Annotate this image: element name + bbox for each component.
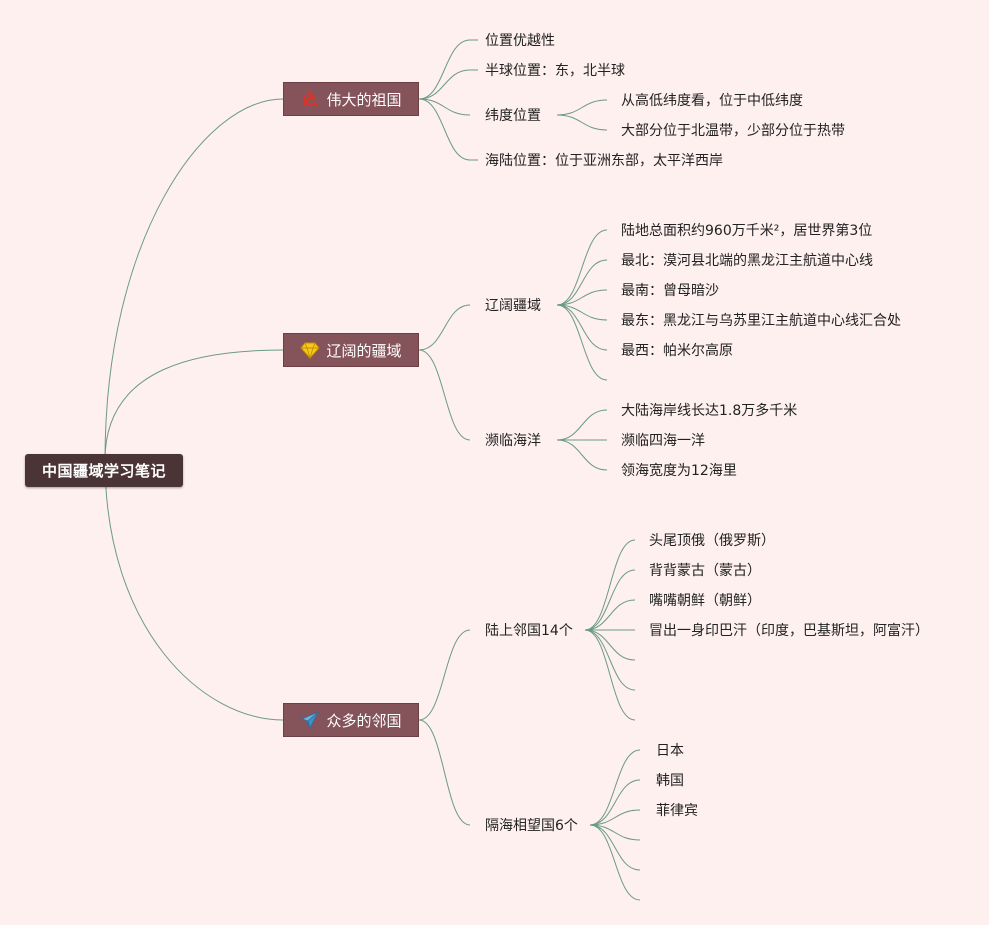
connector-line [418, 98, 471, 116]
subtopic-land-area[interactable]: 陆地总面积约960万千米²，居世界第3位 [621, 223, 873, 239]
connector-line [418, 39, 471, 100]
subtopic-neighbor-japan[interactable]: 日本 [656, 743, 684, 759]
topic-land-neighbors[interactable]: 陆上邻国14个 [485, 623, 573, 639]
connector-line [104, 98, 284, 461]
connector-line [418, 98, 471, 161]
subtopic-latitude-mid-low[interactable]: 从高低纬度看，位于中低纬度 [621, 93, 803, 109]
branch-label: 众多的邻国 [326, 711, 402, 730]
connector-line [584, 599, 636, 631]
connector-line [556, 289, 608, 306]
connector-line [556, 409, 608, 441]
connector-line [589, 824, 641, 841]
diamond-icon [300, 340, 321, 360]
subtopic-neighbor-philippines[interactable]: 菲律宾 [656, 803, 698, 819]
branch-label: 伟大的祖国 [326, 90, 402, 109]
connector-line [418, 629, 471, 721]
connector-line [589, 779, 641, 826]
topic-sea-land-position[interactable]: 海陆位置：位于亚洲东部，太平洋西岸 [485, 153, 723, 169]
connector-line [584, 629, 636, 721]
connector-line [584, 629, 636, 661]
subtopic-neighbor-mongolia[interactable]: 背背蒙古（蒙古） [649, 563, 761, 579]
subtopic-southernmost[interactable]: 最南：曾母暗沙 [621, 283, 719, 299]
subtopic-easternmost[interactable]: 最东：黑龙江与乌苏里江主航道中心线汇合处 [621, 313, 901, 329]
branch-node-great-motherland[interactable]: 伟大的祖国 [283, 82, 419, 116]
connector-line [104, 349, 284, 461]
topic-sea-neighbors[interactable]: 隔海相望国6个 [485, 818, 578, 834]
connector-line [556, 304, 608, 351]
connector-line [104, 459, 284, 721]
connector-line [589, 824, 641, 901]
connector-line [556, 229, 608, 306]
connector-line [589, 749, 641, 826]
connector-line [589, 824, 641, 871]
subtopic-territorial-waters[interactable]: 领海宽度为12海里 [621, 463, 737, 479]
topic-latitude-position[interactable]: 纬度位置 [485, 108, 541, 124]
subtopic-coastline[interactable]: 大陆海岸线长达1.8万多千米 [621, 403, 798, 419]
subtopic-neighbor-south-korea[interactable]: 韩国 [656, 773, 684, 789]
connector-line [556, 114, 608, 131]
topic-bordering-seas[interactable]: 濒临海洋 [485, 433, 541, 449]
connector-line [589, 809, 641, 826]
root-node[interactable]: 中国疆域学习笔记 [25, 454, 183, 487]
subtopic-neighbor-india-pakistan-afghanistan[interactable]: 冒出一身印巴汗（印度，巴基斯坦，阿富汗） [649, 623, 929, 639]
topic-vast-territory[interactable]: 辽阔疆域 [485, 298, 541, 314]
branch-node-vast-territory[interactable]: 辽阔的疆域 [283, 333, 419, 367]
branch-node-many-neighbors[interactable]: 众多的邻国 [283, 703, 419, 737]
root-label: 中国疆域学习笔记 [41, 462, 166, 480]
subtopic-northernmost[interactable]: 最北：漠河县北端的黑龙江主航道中心线 [621, 253, 873, 269]
connector-line [584, 539, 636, 631]
connector-line [418, 69, 471, 100]
connector-line [556, 259, 608, 306]
connector-line [556, 304, 608, 381]
connector-line [556, 439, 608, 471]
connector-line [584, 569, 636, 631]
connector-line [556, 304, 608, 321]
connector-line [418, 719, 471, 826]
subtopic-westernmost[interactable]: 最西：帕米尔高原 [621, 343, 733, 359]
connector-line [418, 349, 471, 441]
topic-hemisphere-position[interactable]: 半球位置：东，北半球 [485, 63, 625, 79]
subtopic-neighbor-korea[interactable]: 嘴嘴朝鲜（朝鲜） [649, 593, 761, 609]
subtopic-four-seas[interactable]: 濒临四海一洋 [621, 433, 705, 449]
paper-plane-icon [300, 710, 320, 730]
connector-line [584, 629, 636, 691]
topic-location-advantage[interactable]: 位置优越性 [485, 33, 555, 49]
connector-line [556, 99, 608, 116]
branch-label: 辽阔的疆域 [326, 341, 402, 360]
subtopic-neighbor-russia[interactable]: 头尾顶俄（俄罗斯） [649, 533, 775, 549]
hammer-sickle-icon [300, 89, 320, 109]
connector-line [418, 304, 471, 351]
subtopic-latitude-temperate[interactable]: 大部分位于北温带，少部分位于热带 [621, 123, 845, 139]
